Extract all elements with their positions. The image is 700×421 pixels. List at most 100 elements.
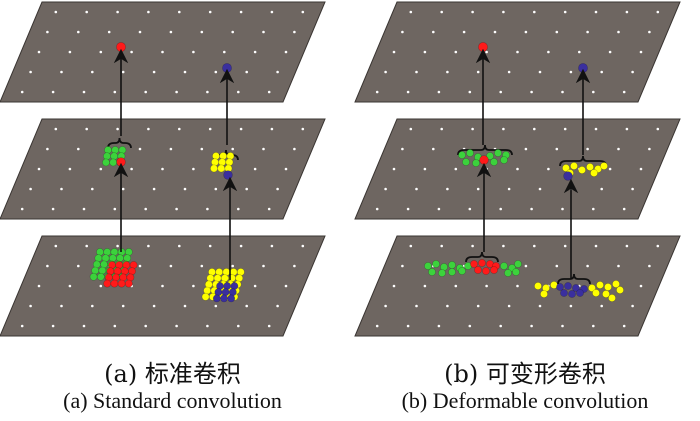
grid-dot [440, 10, 444, 14]
green-sampling-point [490, 158, 498, 166]
diagram-figure [0, 1, 681, 337]
grid-dot [384, 187, 387, 191]
grid-dot [648, 30, 651, 34]
grid-dot [586, 147, 589, 151]
grid-dot [375, 90, 379, 94]
grid-dot [639, 167, 643, 171]
grid-dot [121, 187, 125, 191]
grid-dot [82, 90, 86, 94]
grid-dot [237, 90, 240, 94]
grid-dot [468, 90, 472, 94]
grid-dot [37, 284, 41, 288]
yellow-sampling-point [592, 289, 600, 297]
grid-dot [253, 284, 257, 288]
grid-dot [423, 50, 427, 54]
green-sampling-point [494, 149, 502, 157]
grid-dot [631, 304, 634, 308]
blue-sampling-point [564, 282, 572, 290]
grid-dot [648, 264, 651, 268]
grid-dot [656, 10, 660, 14]
green-sampling-point [89, 272, 98, 281]
grid-dot [183, 70, 187, 74]
caption-a-english: (a) Standard convolution [63, 388, 282, 413]
grid-dot [656, 244, 660, 248]
yellow-sampling-point [562, 164, 570, 172]
grid-dot [60, 304, 63, 308]
grid-dot [91, 304, 94, 308]
grid-dot [555, 30, 559, 34]
grid-dot [161, 50, 164, 54]
output-red-unit [478, 42, 488, 52]
green-sampling-point [458, 267, 466, 275]
grid-dot [192, 50, 195, 54]
grid-dot [178, 244, 181, 248]
grid-dot [586, 30, 589, 34]
grid-dot [183, 187, 187, 191]
grid-dot [270, 127, 274, 131]
grid-dot [245, 304, 248, 308]
grid-dot [267, 207, 271, 211]
grid-dot [600, 187, 603, 191]
grid-dot [284, 284, 288, 288]
grid-dot [600, 70, 603, 74]
grid-dot [46, 147, 49, 151]
red-sampling-point [117, 279, 126, 288]
output-blue-unit [222, 63, 232, 73]
grid-dot [586, 264, 589, 268]
grid-dot [144, 207, 147, 211]
green-sampling-point [438, 269, 446, 277]
grid-dot [530, 324, 533, 328]
output-red-unit [116, 42, 126, 52]
grid-dot [293, 264, 296, 268]
yellow-sampling-point [612, 280, 620, 288]
green-sampling-point [462, 158, 470, 166]
grid-dot [563, 127, 567, 131]
grid-dot [245, 70, 248, 74]
red-sampling-point [103, 279, 112, 288]
grid-dot [208, 10, 212, 14]
blue-sampling-point [220, 294, 228, 303]
grid-dot [555, 264, 559, 268]
yellow-sampling-point [616, 286, 624, 294]
grid-dot [116, 244, 119, 248]
grid-dot [147, 244, 150, 248]
yellow-sampling-point [604, 283, 612, 291]
grid-dot [406, 207, 410, 211]
grid-dot [569, 304, 573, 308]
blue-sampling-point [560, 289, 568, 297]
grid-dot [406, 324, 410, 328]
grid-dot [608, 167, 612, 171]
grid-dot [208, 244, 212, 248]
grid-dot [608, 50, 612, 54]
caption-a-chinese: (a) 标准卷积 [104, 360, 241, 388]
grid-dot [432, 30, 435, 34]
grid-dot [82, 207, 86, 211]
grid-dot [507, 70, 511, 74]
brace-icon [465, 251, 499, 263]
grid-dot [446, 304, 449, 308]
grid-dot [563, 244, 567, 248]
grid-dot [409, 244, 413, 248]
yellow-sampling-point [570, 162, 578, 170]
grid-dot [569, 70, 573, 74]
grid-dot [625, 244, 629, 248]
grid-dot [392, 284, 396, 288]
grid-dot [200, 264, 204, 268]
grid-dot [409, 127, 413, 131]
caption-b-chinese: (b) 可变形卷积 [444, 360, 606, 388]
yellow-sampling-point [588, 284, 596, 292]
grid-dot [625, 127, 629, 131]
yellow-sampling-point [602, 290, 610, 298]
yellow-sampling-point [608, 294, 616, 302]
grid-dot [192, 284, 195, 288]
yellow-sampling-point [590, 169, 598, 177]
grid-dot [648, 147, 651, 151]
grid-dot [138, 264, 142, 268]
grid-dot [51, 324, 55, 328]
grid-dot [54, 244, 58, 248]
yellow-sampling-point [540, 290, 548, 298]
grid-dot [200, 30, 204, 34]
grid-dot [476, 70, 480, 74]
grid-dot [77, 147, 80, 151]
yellow-sampling-point [596, 281, 604, 289]
